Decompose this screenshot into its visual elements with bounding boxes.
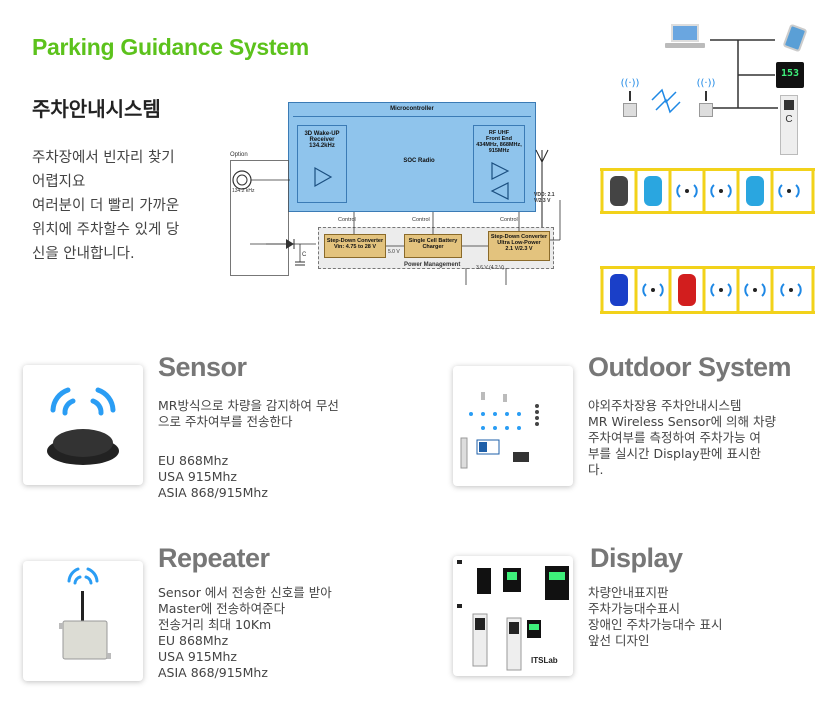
display-line: 차량안내표지판: [588, 585, 669, 600]
display-title: Display: [590, 543, 683, 573]
power-management-label: Power Management: [404, 262, 461, 268]
intro-line: 신을 안내합니다.: [32, 246, 135, 262]
brand-logo: ITSLab: [531, 656, 558, 665]
display-image-card: ITSLab: [453, 556, 573, 676]
rf-label: 434MHz, 868MHz,: [476, 142, 522, 148]
outdoor-title: Outdoor System: [588, 352, 792, 382]
wakeup-label: Receiver: [309, 137, 335, 143]
freq-label: 134.2 kHz: [232, 188, 255, 194]
repeater-line: USA 915Mhz: [158, 649, 237, 664]
repeater-line: ASIA 868/915Mhz: [158, 665, 268, 680]
sensor-line: 으로 주차여부를 전송한다: [158, 414, 293, 429]
pm-label: Step-Down Converter: [326, 238, 384, 244]
control-label: Control: [338, 217, 356, 223]
cbuf-label: C: [302, 252, 307, 258]
display-line: 장애인 주차가능대수 표시: [588, 617, 723, 632]
sensor-line: MR방식으로 차량을 감지하여 무선: [158, 398, 339, 413]
step-down-converter-1: Step-Down Converter Vin: 4.75 to 28 V: [324, 234, 386, 258]
rf-frontend-box: RF UHF Front End 434MHz, 868MHz, 915MHz: [473, 125, 525, 203]
repeater-title: Repeater: [158, 543, 270, 573]
sensor-image-card: [23, 365, 143, 485]
laptop-icon: [665, 24, 705, 50]
v5-label: 5.0 V: [388, 249, 400, 255]
sensor-title: Sensor: [158, 352, 247, 382]
rf-amplifier-icon: [490, 162, 510, 200]
kiosk-icon: C: [780, 95, 798, 155]
intro-line: 어렵지요: [32, 174, 86, 190]
sensor-line: USA 915Mhz: [158, 469, 237, 484]
parking-row-graphic: [600, 269, 815, 311]
repeater-line: Sensor 에서 전송한 신호를 받아: [158, 585, 332, 600]
repeater-icon: ((·)): [694, 78, 718, 128]
parking-row-2: [600, 266, 815, 314]
sensor-line: [158, 430, 339, 453]
rf-label: 915MHz: [488, 148, 510, 154]
pm-label: Step-Down Converter: [490, 234, 548, 240]
step-down-converter-2: Step-Down Converter Ultra Low-Power 2.1 …: [488, 231, 550, 261]
outdoor-line: 야외주차장용 주차안내시스템: [588, 398, 742, 413]
wakeup-receiver-box: 3D Wake-UP Receiver 134.2kHz: [297, 125, 347, 203]
wakeup-label: 3D Wake-UP: [304, 131, 340, 137]
display-line: 주차가능대수표시: [588, 601, 681, 616]
sensor-line: EU 868Mhz: [158, 453, 229, 468]
display-sign-count: 153: [780, 68, 800, 79]
option-label: Option: [230, 152, 248, 158]
battery-charger: Single Cell Battery Charger: [404, 234, 462, 258]
intro-line: 위치에 주차할수 있게 당: [32, 222, 180, 238]
v36-label: 3.6 V (4.2 V): [476, 265, 505, 271]
outdoor-image-card: [453, 366, 573, 486]
amplifier-icon: [314, 166, 333, 188]
pm-label: Vin: 4.75 to 28 V: [333, 244, 377, 250]
vdd-label: VDD: 2.1 V/2.3 V: [534, 192, 555, 204]
outdoor-system-icon: [460, 392, 539, 469]
outdoor-description: 야외주차장용 주차안내시스템 MR Wireless Sensor에 의해 차량…: [588, 398, 776, 478]
diagram-connectors: [353, 200, 561, 285]
control-label: Control: [500, 217, 518, 223]
pm-label: Single Cell Battery: [408, 238, 458, 244]
parking-row-graphic: [600, 171, 815, 211]
repeater-line: Master에 전송하여준다: [158, 601, 286, 616]
wakeup-label: 134.2kHz: [309, 143, 335, 149]
rf-label: RF UHF: [488, 130, 510, 136]
repeater-device-icon: [59, 567, 111, 660]
intro-text: 주차장에서 빈자리 찾기 어렵지요 여러분이 더 빨리 가까운 위치에 주차할수…: [32, 146, 232, 266]
outdoor-line: MR Wireless Sensor에 의해 차량: [588, 414, 777, 429]
repeater-icon: ((·)): [618, 78, 642, 128]
outdoor-line: 다.: [588, 462, 604, 477]
korean-title: 주차안내시스템: [32, 97, 161, 121]
soc-radio-label: SOC Radio: [403, 158, 435, 164]
repeater-description: Sensor 에서 전송한 신호를 받아 Master에 전송하여준다 전송거리…: [158, 585, 332, 681]
diode-icon: [266, 239, 316, 266]
network-lines: [651, 39, 778, 114]
outdoor-line: 주차여부를 측정하여 주차가능 여: [588, 430, 761, 445]
pm-label: 2.1 V/2.3 V: [505, 246, 533, 252]
pm-label: Charger: [422, 244, 444, 250]
repeater-line: 전송거리 최대 10Km: [158, 617, 272, 632]
network-illustration: 153 C ((·)) ((·)): [610, 20, 820, 160]
repeater-line: EU 868Mhz: [158, 633, 229, 648]
page-title: Parking Guidance System: [32, 34, 309, 60]
display-line: 앞선 디자인: [588, 633, 650, 648]
pm-label: Ultra Low-Power: [497, 240, 541, 246]
repeater-image-card: [23, 561, 143, 681]
outdoor-line: 부를 실시간 Display판에 표시한: [588, 446, 761, 461]
sensor-description: MR방식으로 차량을 감지하여 무선 으로 주차여부를 전송한다 EU 868M…: [158, 398, 339, 501]
intro-line: 여러분이 더 빨리 가까운: [32, 198, 180, 214]
system-block-diagram: Microcontroller 3D Wake-UP Receiver 134.…: [226, 100, 566, 285]
display-sign-icon: 153: [776, 62, 804, 88]
intro-line: 주차장에서 빈자리 찾기: [32, 150, 175, 166]
sensor-line: ASIA 868/915Mhz: [158, 485, 268, 500]
rf-label: Front End: [486, 136, 512, 142]
parking-row-1: [600, 168, 815, 214]
microcontroller-box: Microcontroller 3D Wake-UP Receiver 134.…: [288, 102, 536, 212]
display-products-icon: [457, 560, 569, 671]
control-label: Control: [412, 217, 430, 223]
sensor-icon: [47, 387, 119, 465]
display-description: 차량안내표지판 주차가능대수표시 장애인 주차가능대수 표시 앞선 디자인: [588, 585, 722, 649]
microcontroller-label: Microcontroller: [390, 106, 434, 112]
